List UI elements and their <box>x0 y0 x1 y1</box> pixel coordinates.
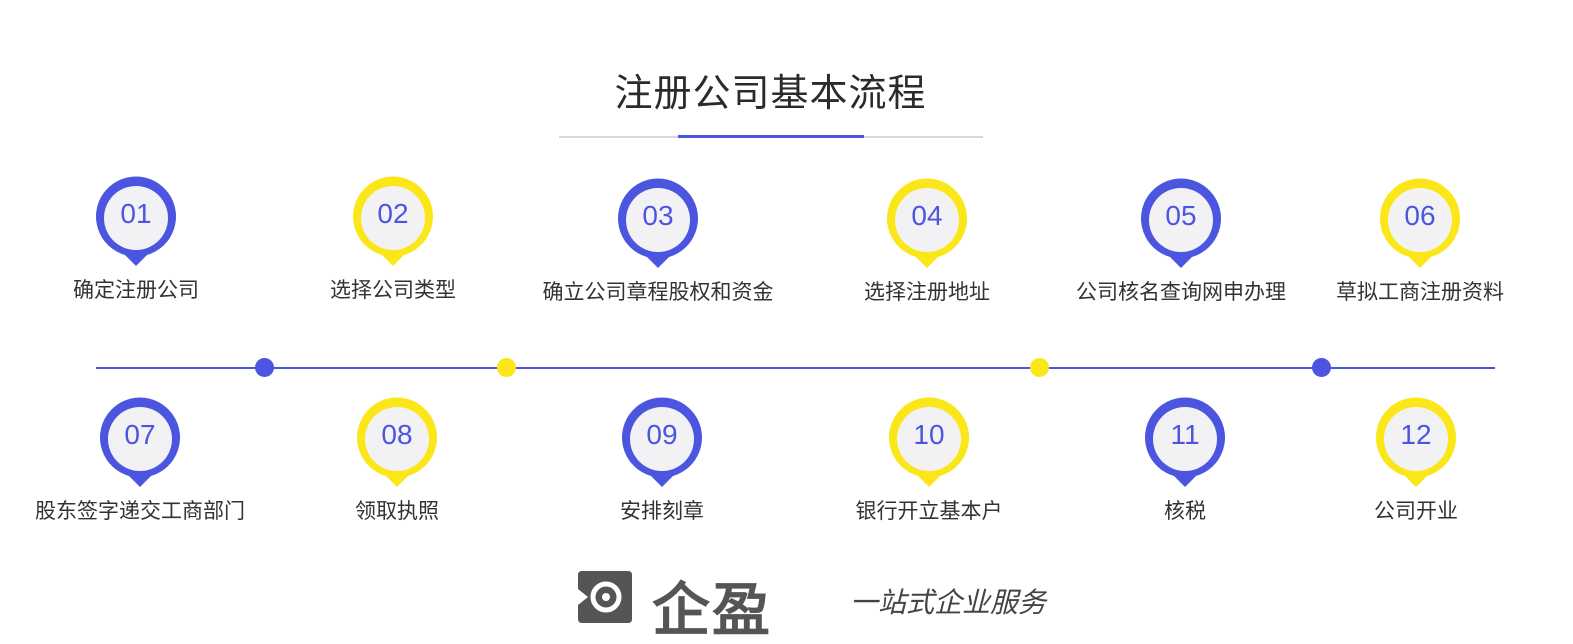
pin-marker-icon: 10 <box>887 395 971 491</box>
brand-logo-icon <box>578 571 632 623</box>
pin-shape <box>618 178 698 268</box>
step-09: 09 安排刻章 <box>532 395 792 525</box>
pin-shape <box>100 397 180 487</box>
step-number: 06 <box>1404 200 1436 231</box>
step-label: 核税 <box>1164 499 1206 523</box>
step-10: 10 银行开立基本户 <box>799 395 1059 525</box>
pin-shape <box>622 397 702 487</box>
step-number: 12 <box>1400 419 1432 450</box>
page-title: 注册公司基本流程 <box>614 71 927 115</box>
pin-marker-icon: 08 <box>355 395 439 491</box>
step-number: 02 <box>377 198 409 229</box>
pin-marker-icon: 11 <box>1143 395 1227 491</box>
pin-marker-icon: 01 <box>94 174 178 270</box>
step-07: 07 股东签字递交工商部门 <box>10 395 270 525</box>
pin-shape <box>357 397 437 487</box>
title-underline-accent <box>678 135 864 138</box>
step-label: 银行开立基本户 <box>855 499 1003 523</box>
step-number: 07 <box>124 419 156 450</box>
pin-marker-icon: 04 <box>885 176 969 272</box>
step-label: 领取执照 <box>355 499 439 523</box>
step-05: 05 公司核名查询网申办理 <box>1051 176 1311 306</box>
step-label: 选择公司类型 <box>330 278 456 302</box>
step-number: 05 <box>1165 200 1197 231</box>
step-number: 09 <box>646 419 678 450</box>
step-label: 安排刻章 <box>620 499 704 523</box>
timeline-dot <box>497 358 516 377</box>
pin-shape <box>1376 397 1456 487</box>
pin-marker-icon: 12 <box>1374 395 1458 491</box>
step-01: 01 确定注册公司 <box>6 174 266 304</box>
pin-marker-icon: 03 <box>616 176 700 272</box>
step-label: 确立公司章程股权和资金 <box>542 280 774 304</box>
pin-marker-icon: 05 <box>1139 176 1223 272</box>
step-03: 03 确立公司章程股权和资金 <box>528 176 788 306</box>
step-08: 08 领取执照 <box>267 395 527 525</box>
step-number: 11 <box>1170 419 1200 450</box>
step-number: 03 <box>642 200 674 231</box>
step-label: 选择注册地址 <box>864 280 990 304</box>
pin-shape <box>1145 397 1225 487</box>
timeline-dot <box>1030 358 1049 377</box>
step-04: 04 选择注册地址 <box>797 176 1057 306</box>
step-label: 股东签字递交工商部门 <box>35 499 245 523</box>
process-steps: 01 确定注册公司 02 选择公司类型 03 确立公司章程股权和资金 04 选择… <box>6 174 1550 525</box>
step-06: 06 草拟工商注册资料 <box>1290 176 1550 306</box>
brand-slogan: 一站式企业服务 <box>850 586 1047 619</box>
step-label: 公司开业 <box>1374 499 1458 523</box>
step-number: 08 <box>381 419 413 450</box>
pin-shape <box>96 176 176 266</box>
pin-shape <box>1380 178 1460 268</box>
step-11: 11 核税 <box>1055 395 1315 525</box>
timeline-dot <box>255 358 274 377</box>
pin-shape <box>1141 178 1221 268</box>
step-number: 01 <box>120 198 152 229</box>
step-number: 10 <box>913 419 945 450</box>
pin-shape <box>887 178 967 268</box>
step-number: 04 <box>911 200 943 231</box>
brand-name: 企盈 <box>652 576 773 644</box>
pin-marker-icon: 02 <box>351 174 435 270</box>
pin-shape <box>353 176 433 266</box>
step-label: 草拟工商注册资料 <box>1336 280 1504 304</box>
step-label: 确定注册公司 <box>73 278 199 302</box>
step-12: 12 公司开业 <box>1286 395 1546 525</box>
timeline-line <box>96 367 1495 369</box>
step-02: 02 选择公司类型 <box>263 174 523 304</box>
step-label: 公司核名查询网申办理 <box>1076 280 1286 304</box>
timeline-dot <box>1312 358 1331 377</box>
pin-marker-icon: 09 <box>620 395 704 491</box>
pin-marker-icon: 06 <box>1378 176 1462 272</box>
pin-marker-icon: 07 <box>98 395 182 491</box>
pin-shape <box>889 397 969 487</box>
